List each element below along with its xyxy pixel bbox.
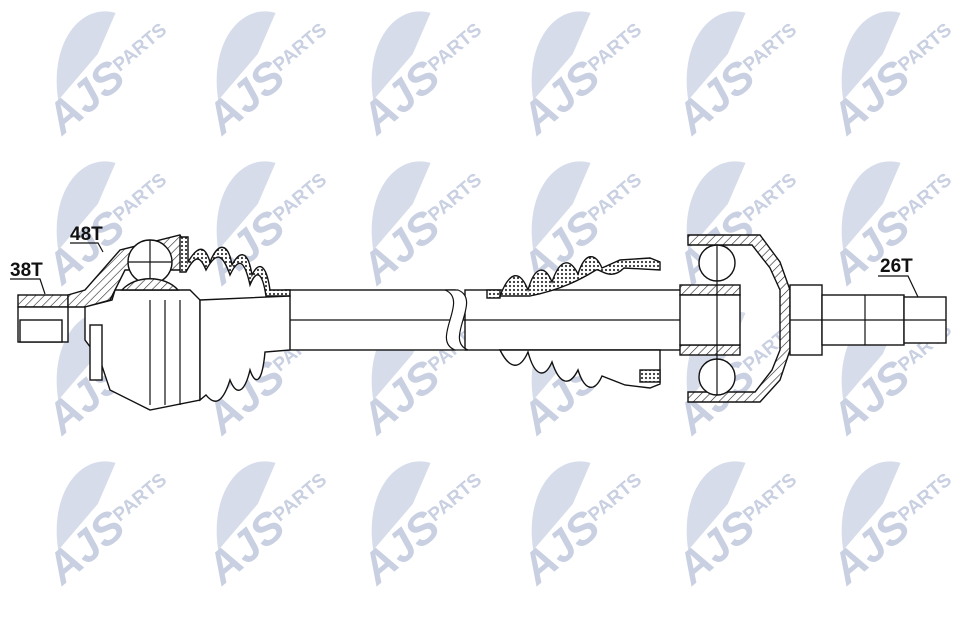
watermark-sub: PARTS [584,469,646,526]
watermark-swoosh-icon [531,11,591,101]
watermark-sub: PARTS [109,169,171,226]
watermark-swoosh-icon [56,161,116,251]
watermark-swoosh-icon [216,161,276,251]
watermark-swoosh-icon [841,11,901,101]
watermark-sub: PARTS [739,469,801,526]
watermark-swoosh-icon [216,461,276,551]
watermark-swoosh-icon [56,461,116,551]
watermark-sub: PARTS [894,169,956,226]
watermark-sub: PARTS [269,19,331,76]
watermark-sub: PARTS [424,469,486,526]
watermark-sub: PARTS [894,469,956,526]
watermark-sub: PARTS [424,169,486,226]
watermark-swoosh-icon [686,11,746,101]
label-48t-text: 48T [70,224,103,245]
watermark-sub: PARTS [894,19,956,76]
watermark-sub: PARTS [109,469,171,526]
watermark-swoosh-icon [841,461,901,551]
watermark-sub: PARTS [739,169,801,226]
watermark-swoosh-icon [216,11,276,101]
outer-boot [179,236,291,402]
watermark-sub: PARTS [109,19,171,76]
watermark-sub: PARTS [424,19,486,76]
watermark-swoosh-icon [56,11,116,101]
watermark-swoosh-icon [371,11,431,101]
watermark-sub: PARTS [739,19,801,76]
outer-cv-joint [17,234,201,411]
watermark-swoosh-icon [371,461,431,551]
label-26t: 26T [878,256,919,298]
watermark-swoosh-icon [531,161,591,251]
label-48t: 48T [70,224,104,253]
watermark-swoosh-icon [841,161,901,251]
watermark-sub: PARTS [269,169,331,226]
watermark-swoosh-icon [371,161,431,251]
label-26t-text: 26T [880,256,913,277]
watermark-swoosh-icon [686,161,746,251]
inner-cv-joint [679,234,947,403]
shaft [284,289,686,351]
watermark-swoosh-icon [686,461,746,551]
label-38t: 38T [10,260,46,295]
inner-boot [486,256,661,389]
watermark-swoosh-icon [531,461,591,551]
label-38t-text: 38T [10,260,43,281]
watermark-sub: PARTS [584,19,646,76]
watermark-sub: PARTS [269,469,331,526]
watermark-sub: PARTS [584,169,646,226]
